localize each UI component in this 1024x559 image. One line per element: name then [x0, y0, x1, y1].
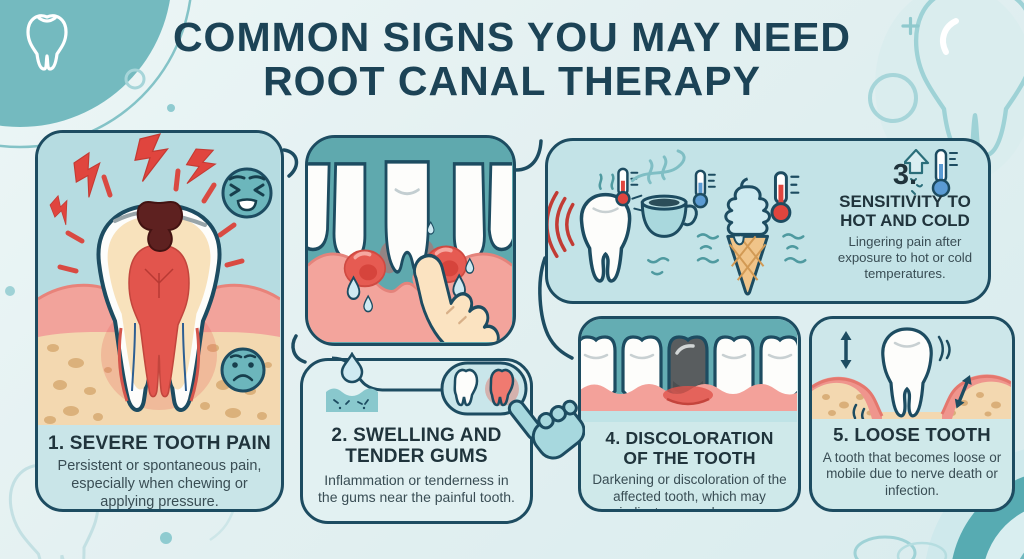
panel-text: 1. SEVERE TOOTH PAIN Persistent or spont… [38, 427, 281, 510]
swollen-gum-icon [343, 245, 468, 288]
page-title-line1: COMMON SIGNS YOU MAY NEED [172, 14, 852, 60]
panel-body: Lingering pain after exposure to hot or … [837, 234, 973, 282]
panel-severe-tooth-pain: 1. SEVERE TOOTH PAIN Persistent or spont… [35, 130, 284, 512]
water-drop-icon [346, 220, 475, 313]
pressing-finger-icon [413, 253, 500, 342]
panel-heading: 5. LOOSE TOOTH [833, 424, 991, 445]
tooth-logo-icon [26, 14, 68, 71]
lightning-pain-icon [49, 133, 217, 226]
panel-heading: 4. DISCOLORATION OF THE TOOTH [605, 428, 774, 468]
panel-body: Persistent or spontaneous pain, especial… [57, 458, 262, 510]
panel-body: Darkening or discoloration of the affect… [592, 472, 787, 509]
panel-text: 5. LOOSE TOOTH A tooth that becomes loos… [812, 421, 1012, 501]
arrow-up-thermometer-icon [904, 149, 958, 198]
decorative-tooth-icon [913, 0, 1024, 158]
hand-cursor-icon [507, 399, 585, 460]
panel-text: 3. SENSITIVITY TO HOT AND COLD Lingering… [829, 161, 981, 282]
hot-thermometer-icon [615, 167, 639, 207]
ice-cream-cone-icon [724, 177, 771, 296]
panel-text: 2. SWELLING AND TENDER GUMS Inflammation… [303, 423, 530, 506]
swelling-gums-illustration [308, 138, 512, 342]
panel-number: 3. [892, 159, 918, 191]
water-drop-icon [340, 352, 364, 384]
double-arrow-icon [954, 375, 972, 409]
panel-body: Inflammation or tenderness in the gums n… [318, 471, 515, 505]
double-arrow-icon [840, 331, 852, 369]
severe-tooth-pain-illustration [38, 133, 280, 425]
coffee-cup-icon [640, 155, 698, 238]
panel-loose-tooth: 5. LOOSE TOOTH A tooth that becomes loos… [809, 316, 1015, 512]
discoloration-illustration [581, 319, 797, 422]
sensitivity-illustration [548, 149, 807, 296]
loose-tooth-illustration [812, 319, 1011, 419]
wincing-face-icon [221, 167, 273, 219]
panel-discoloration: 4. DISCOLORATION OF THE TOOTH Darkening … [578, 316, 801, 512]
page-title-line2: ROOT CANAL THERAPY [263, 57, 761, 104]
gum-patch-icon [326, 388, 378, 412]
hot-thermometer-large-icon [770, 171, 800, 223]
header: COMMON SIGNS YOU MAY NEED ROOT CANAL THE… [0, 14, 1024, 104]
panel-text: 4. DISCOLORATION OF THE TOOTH Darkening … [581, 425, 798, 509]
sad-face-icon [220, 347, 266, 393]
cold-thermometer-icon [692, 169, 716, 209]
panel-heading: SENSITIVITY TO HOT AND COLD [839, 192, 971, 231]
loose-tooth-icon [579, 192, 632, 283]
panel-heading: 2. SWELLING AND TENDER GUMS [331, 425, 502, 468]
panel-heading: 1. SEVERE TOOTH PAIN [48, 433, 271, 454]
sound-waves-icon [548, 190, 575, 259]
swelling-sub-icons [326, 352, 528, 416]
loose-tooth-icon [881, 327, 933, 418]
panel-swelling-illustration-box [305, 135, 516, 346]
panel-body: A tooth that becomes loose or mobile due… [822, 449, 1002, 498]
panel-sensitivity-hot-cold: 3. SENSITIVITY TO HOT AND COLD Lingering… [545, 138, 991, 304]
tooth-pair-icon [440, 361, 528, 416]
